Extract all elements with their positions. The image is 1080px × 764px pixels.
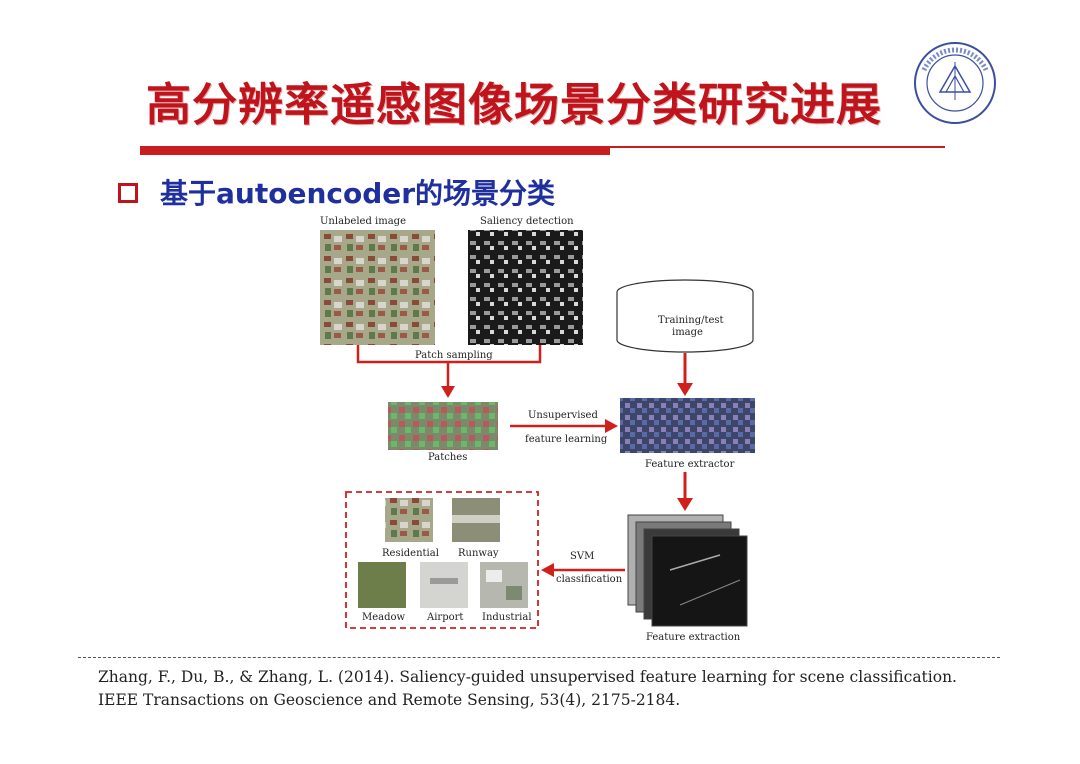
citation-line-1: Zhang, F., Du, B., & Zhang, L. (2014). S… [98, 668, 957, 686]
unlabeled-image [320, 230, 435, 345]
feature-maps-stack [651, 535, 748, 627]
saliency-image [468, 230, 583, 345]
citation-divider [78, 657, 1000, 658]
title-underline-thin [610, 146, 945, 148]
feature-extractor-grid [620, 398, 755, 453]
citation: Zhang, F., Du, B., & Zhang, L. (2014). S… [98, 666, 957, 712]
arrow-right-icon [605, 419, 618, 433]
class-industrial: Industrial [482, 612, 532, 623]
label-feature-extraction: Feature extraction [646, 632, 741, 643]
database-cylinder-icon [616, 292, 754, 353]
label-classification: classification [556, 574, 623, 585]
label-patch-sampling: Patch sampling [415, 350, 493, 361]
title-underline-thick [140, 146, 610, 155]
section-subtitle: 基于autoencoder的场景分类 [160, 177, 556, 210]
label-svm: SVM [570, 551, 594, 562]
bullet-square-icon [118, 183, 138, 203]
label-training-test: Training/test [658, 315, 724, 326]
class-meadow: Meadow [362, 612, 406, 623]
label-feature-learning: feature learning [525, 434, 608, 445]
arrow-down-icon [441, 386, 455, 398]
class-residential: Residential [382, 548, 439, 559]
label-unsupervised: Unsupervised [528, 410, 598, 421]
scene-classes-box [345, 491, 539, 629]
arrow-down-icon [677, 498, 693, 511]
citation-line-2: IEEE Transactions on Geoscience and Remo… [98, 691, 681, 709]
label-unlabeled-image: Unlabeled image [320, 216, 406, 227]
arrow-left-icon [541, 563, 554, 577]
slide-title: 高分辨率遥感图像场景分类研究进展 [146, 78, 883, 131]
class-airport: Airport [426, 612, 463, 623]
university-seal-icon [914, 42, 996, 124]
class-runway: Runway [458, 548, 499, 559]
label-saliency-detection: Saliency detection [480, 216, 574, 227]
patches-grid [388, 402, 498, 450]
label-patches: Patches [428, 452, 467, 463]
label-image: image [672, 327, 703, 338]
method-figure: Unlabeled image Saliency detection Patch… [300, 210, 770, 650]
label-feature-extractor: Feature extractor [645, 459, 735, 470]
arrow-down-icon [677, 383, 693, 396]
